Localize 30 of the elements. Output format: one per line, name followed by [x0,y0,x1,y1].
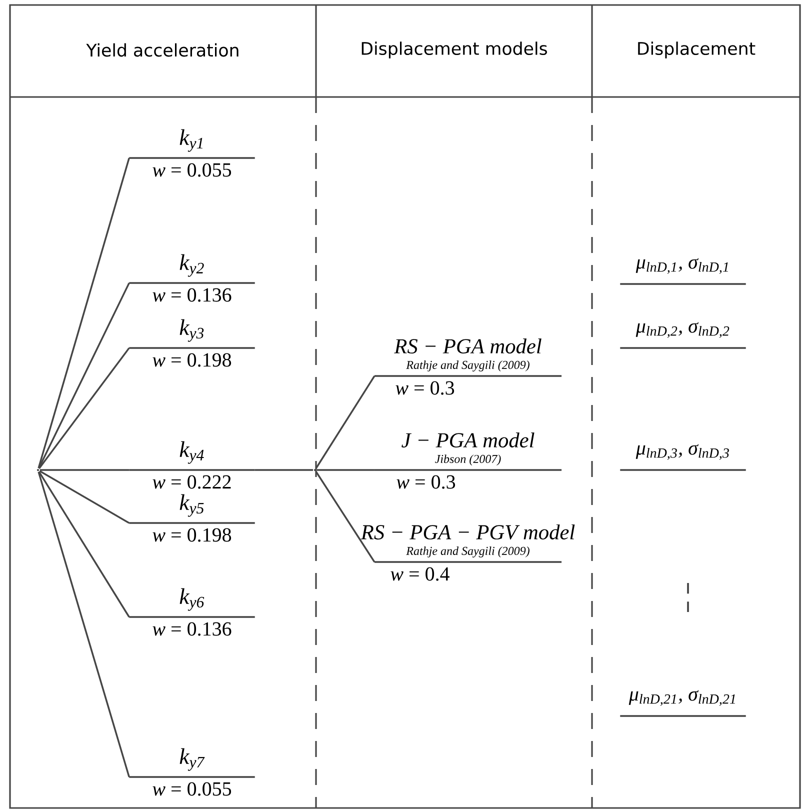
branch [36,468,40,472]
branch-line [38,471,130,618]
branch-line [38,472,130,778]
column-header: Displacement models [362,42,547,58]
branch: k$_{y5}$ w = 0.198 [129,494,255,542]
branch: k$_{y4}$ w = 0.222 [129,441,255,489]
branch-line [315,471,376,562]
branch: k$_{y7}$ w = 0.055 [129,748,255,796]
branch: RS − PGA − PGV model Rathje and Saygili (2009) w = 0.4 [360,524,575,581]
branch: μ$_{lnD,3}$, σ$_{lnD,3}$ [620,444,746,471]
column-header: Displacement [638,42,756,58]
branch: μ$_{lnD,2}$, σ$_{lnD,2}$ [620,322,746,349]
branch-line [38,347,130,469]
branch-line [38,158,130,468]
branch: RS − PGA model Rathje and Saygili (2009) w = 0.3 [374,338,562,395]
branch-line [254,469,314,471]
branch-line [39,470,130,524]
branch-line [315,376,376,469]
branch: μ$_{lnD,1}$, σ$_{lnD,1}$ [620,258,746,285]
branch [314,468,316,472]
branch: J − PGA model Jibson (2007) w = 0.3 [374,432,562,489]
branch: k$_{y2}$ w = 0.136 [129,254,255,302]
column-header: Yield acceleration [86,43,238,57]
branch: k$_{y3}$ w = 0.198 [129,319,255,367]
branch-line [38,282,130,469]
branch-line [40,469,130,471]
branch: μ$_{lnD,21}$, σ$_{lnD,21}$ [620,690,746,717]
branch: k$_{y6}$ w = 0.136 [129,588,255,636]
branch: k$_{y1}$ w = 0.055 [129,129,255,177]
branch-line [316,469,374,471]
